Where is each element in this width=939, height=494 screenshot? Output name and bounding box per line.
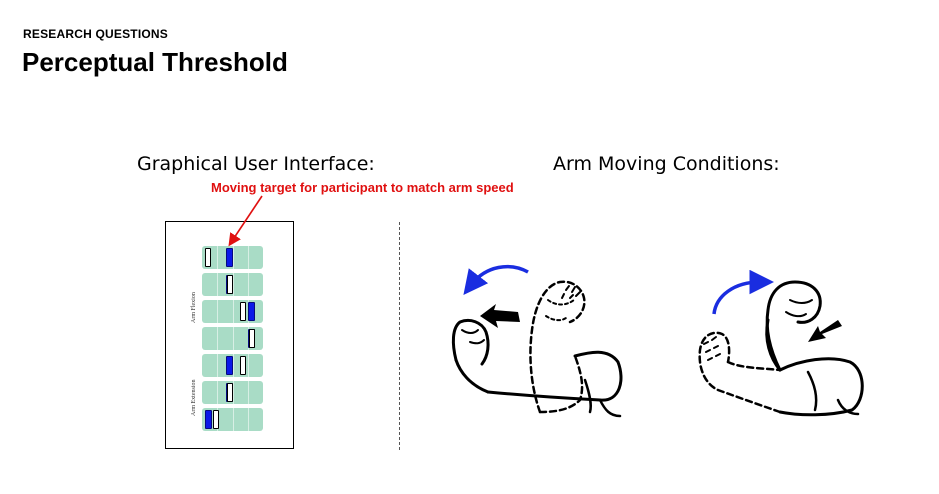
arm-extension-figure [698,280,864,417]
arm-conditions-heading: Arm Moving Conditions: [553,153,780,175]
arm-flexion-figure [451,280,623,418]
row-divider [248,273,249,296]
extension-direction-arrow [712,269,774,315]
gui-heading: Graphical User Interface: [137,153,375,175]
moving-target-bar [248,302,255,321]
column-divider [399,222,400,450]
row-divider [233,327,234,350]
participant-marker-bar [213,410,219,429]
row-divider [233,354,234,377]
gui-row [202,246,263,269]
row-divider [217,273,218,296]
row-divider [248,354,249,377]
gui-row [202,327,263,350]
participant-marker-bar [205,248,211,267]
gui-screenshot: Arm Flexion Arm Extension [165,221,294,449]
row-divider [233,246,234,269]
participant-marker-bar [240,356,246,375]
participant-marker-bar [240,302,246,321]
participant-marker-bar [227,275,233,294]
moving-target-bar [226,356,233,375]
row-divider [233,381,234,404]
row-divider [248,381,249,404]
participant-marker-bar [227,383,233,402]
gui-row [202,408,263,431]
annotation-pointer-arrow [228,195,263,247]
gui-row [202,381,263,404]
moving-target-bar [226,248,233,267]
row-divider [248,408,249,431]
flexion-direction-arrow [463,264,529,296]
moving-target-annotation: Moving target for participant to match a… [211,180,514,195]
gui-row [202,354,263,377]
row-divider [217,354,218,377]
row-divider [217,246,218,269]
page-title: Perceptual Threshold [22,47,288,77]
row-divider [248,246,249,269]
row-divider [217,300,218,323]
row-divider [217,381,218,404]
extension-pointer-arrow [808,320,842,342]
row-divider [233,273,234,296]
gui-row [202,273,263,296]
row-divider [217,327,218,350]
participant-marker-bar [249,329,255,348]
gui-row [202,300,263,323]
section-kicker: RESEARCH QUESTIONS [23,27,168,41]
row-divider [233,300,234,323]
moving-target-bar [205,410,212,429]
flexion-pointer-arrow [480,304,520,328]
row-divider [233,408,234,431]
